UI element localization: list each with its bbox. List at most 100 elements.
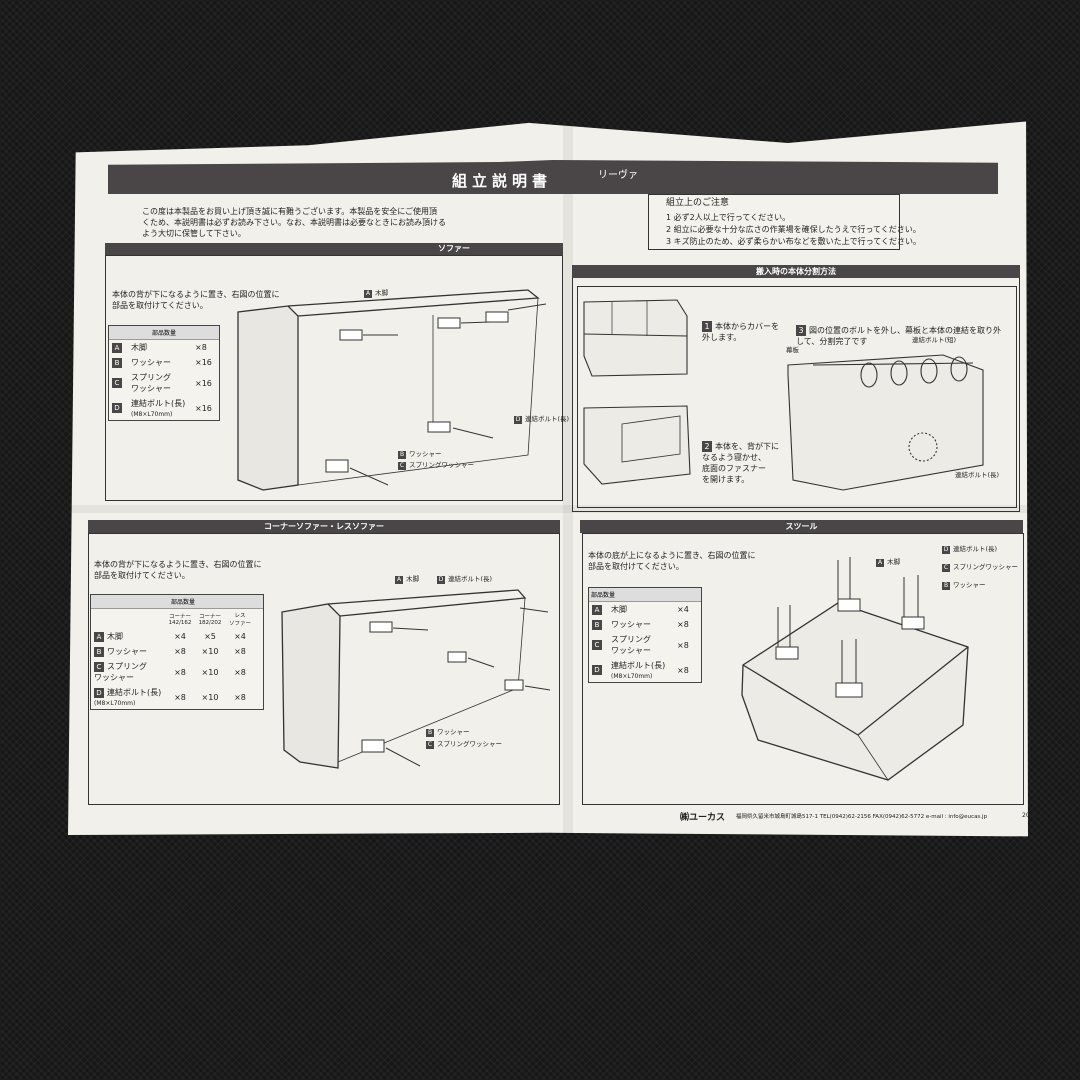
- label-makuita: 幕板: [786, 346, 799, 354]
- step-number: 3: [796, 325, 806, 336]
- part-tag-b: B: [94, 647, 104, 657]
- part-tag-a: A: [112, 342, 122, 353]
- callout-tag-d: D: [514, 416, 522, 424]
- product-name: リーヴァ: [598, 170, 638, 181]
- wood-leg: [427, 421, 451, 433]
- bolt-detail-circle: [908, 432, 938, 462]
- wood-leg: [339, 329, 363, 341]
- split-section-bar: 搬入時の本体分割方法: [572, 265, 1020, 278]
- part-qty: ×8: [174, 647, 186, 656]
- part-name: スプリング ワッシャー: [611, 635, 651, 655]
- part-qty: ×10: [201, 647, 219, 656]
- part-tag-a: A: [94, 632, 104, 642]
- table-row: C スプリング ワッシャー ×16: [109, 370, 215, 396]
- split-diagram-detail: [787, 354, 984, 491]
- document-title: 組立説明書: [452, 172, 553, 190]
- column-header: コーナー 142/162: [168, 614, 192, 626]
- callout-label: 連結ボルト(長): [953, 545, 998, 553]
- sofa-parts-title: 部品数量: [109, 326, 219, 340]
- bolt: [519, 607, 549, 613]
- part-qty: ×8: [677, 640, 689, 650]
- intro-text: この度は本製品をお買い上げ頂き誠に有難うございます。本製品を安全にご使用頂 くた…: [142, 207, 446, 238]
- notice-item-1: 1 必ず2人以上で行ってください。: [666, 213, 791, 222]
- stool-section-title: スツール: [785, 522, 818, 531]
- part-note: (M8×L70mm): [131, 411, 173, 418]
- notice-title: 組立上のご注意: [666, 198, 730, 208]
- notice-box: [648, 194, 900, 250]
- table-row: B ワッシャー ×16: [109, 355, 215, 370]
- part-name: 連結ボルト(長): [611, 661, 666, 670]
- corner-section-box: [88, 533, 560, 805]
- part-qty: ×8: [234, 667, 246, 677]
- notice-item-2: 2 組立に必要な十分な広さの作業場を確保したうえで行ってください。: [666, 225, 921, 234]
- header-bar: [108, 160, 998, 194]
- callout-tag-d: D: [437, 576, 445, 584]
- part-note: (M8×L70mm): [611, 673, 653, 680]
- sofa-section-title: ソファー: [438, 244, 470, 253]
- bolt-detail-circle: [920, 358, 938, 384]
- wood-leg: [361, 739, 385, 753]
- sofa-body-top: [287, 289, 540, 317]
- table-row: D 連結ボルト(長)(M8×L70mm) ×8: [589, 658, 692, 682]
- split-inner-box: [577, 286, 1017, 508]
- part-tag-c: C: [112, 378, 122, 388]
- sofa-body-front: [237, 305, 299, 491]
- bolt: [524, 685, 551, 691]
- table-row: B ワッシャー ×8: [589, 617, 692, 632]
- part-name: 木脚: [611, 605, 627, 614]
- bolt-detail-circle: [860, 362, 878, 388]
- corner-assembly-diagram: [281, 589, 551, 769]
- step-text: 図の位置のボルトを外し、幕板と本体の連結を取り外 して、分割完了です: [796, 326, 1001, 346]
- step-number: 1: [702, 321, 712, 332]
- label-bolt-short: 連結ボルト(短): [912, 336, 957, 344]
- bolt: [349, 467, 389, 486]
- part-qty: ×4: [234, 632, 246, 641]
- part-qty: ×16: [195, 378, 212, 388]
- part-name: 木脚: [131, 343, 147, 352]
- part-tag-b: B: [112, 357, 122, 368]
- callout-tag-a: A: [395, 576, 403, 584]
- part-name: スプリング ワッシャー: [94, 662, 147, 682]
- column-header: コーナー 182/202: [198, 614, 222, 626]
- footer-address: 福岡県久留米市城島町城島517-1 TEL(0942)62-2156 FAX(0…: [736, 814, 988, 820]
- callout-tag-b: B: [942, 582, 950, 590]
- callout-tag-c: C: [942, 564, 950, 572]
- callout-tag-b: B: [398, 451, 406, 459]
- bolt: [467, 657, 495, 668]
- footer-company: ㈱ユーカス: [680, 813, 726, 823]
- corner-body-front: [281, 603, 341, 769]
- fold-horizontal: [68, 505, 1028, 513]
- table-row: C スプリング ワッシャー ×8: [589, 632, 692, 658]
- part-qty: ×10: [201, 692, 219, 702]
- part-qty: ×8: [174, 667, 186, 677]
- part-qty: ×8: [677, 620, 689, 629]
- part-tag-b: B: [592, 619, 602, 630]
- stool-assembly-diagram: [741, 557, 969, 781]
- part-qty: ×16: [195, 403, 212, 413]
- sofa-assembly-diagram: [237, 289, 547, 491]
- callout-label: ワッシャー: [953, 581, 986, 589]
- part-qty: ×8: [677, 665, 689, 675]
- bolt: [507, 303, 547, 311]
- stool-parts-title: 部品数量: [589, 588, 701, 602]
- corner-section-bar: コーナーソファー・レスソファー: [88, 520, 560, 533]
- part-qty: ×8: [174, 692, 186, 702]
- split-diagram-sofa-frame: [583, 405, 691, 485]
- wood-leg: [837, 598, 861, 612]
- callout-label: スプリングワッシャー: [437, 740, 502, 748]
- wood-leg: [325, 459, 349, 473]
- notice-item-3: 3 キズ防止のため、必ず柔らかい布などを敷いた上で行ってください。: [666, 237, 921, 246]
- split-section-title: 搬入時の本体分割方法: [756, 267, 836, 276]
- part-qty: ×4: [677, 605, 689, 614]
- part-qty: ×8: [234, 692, 246, 702]
- corner-body-top: [327, 589, 527, 617]
